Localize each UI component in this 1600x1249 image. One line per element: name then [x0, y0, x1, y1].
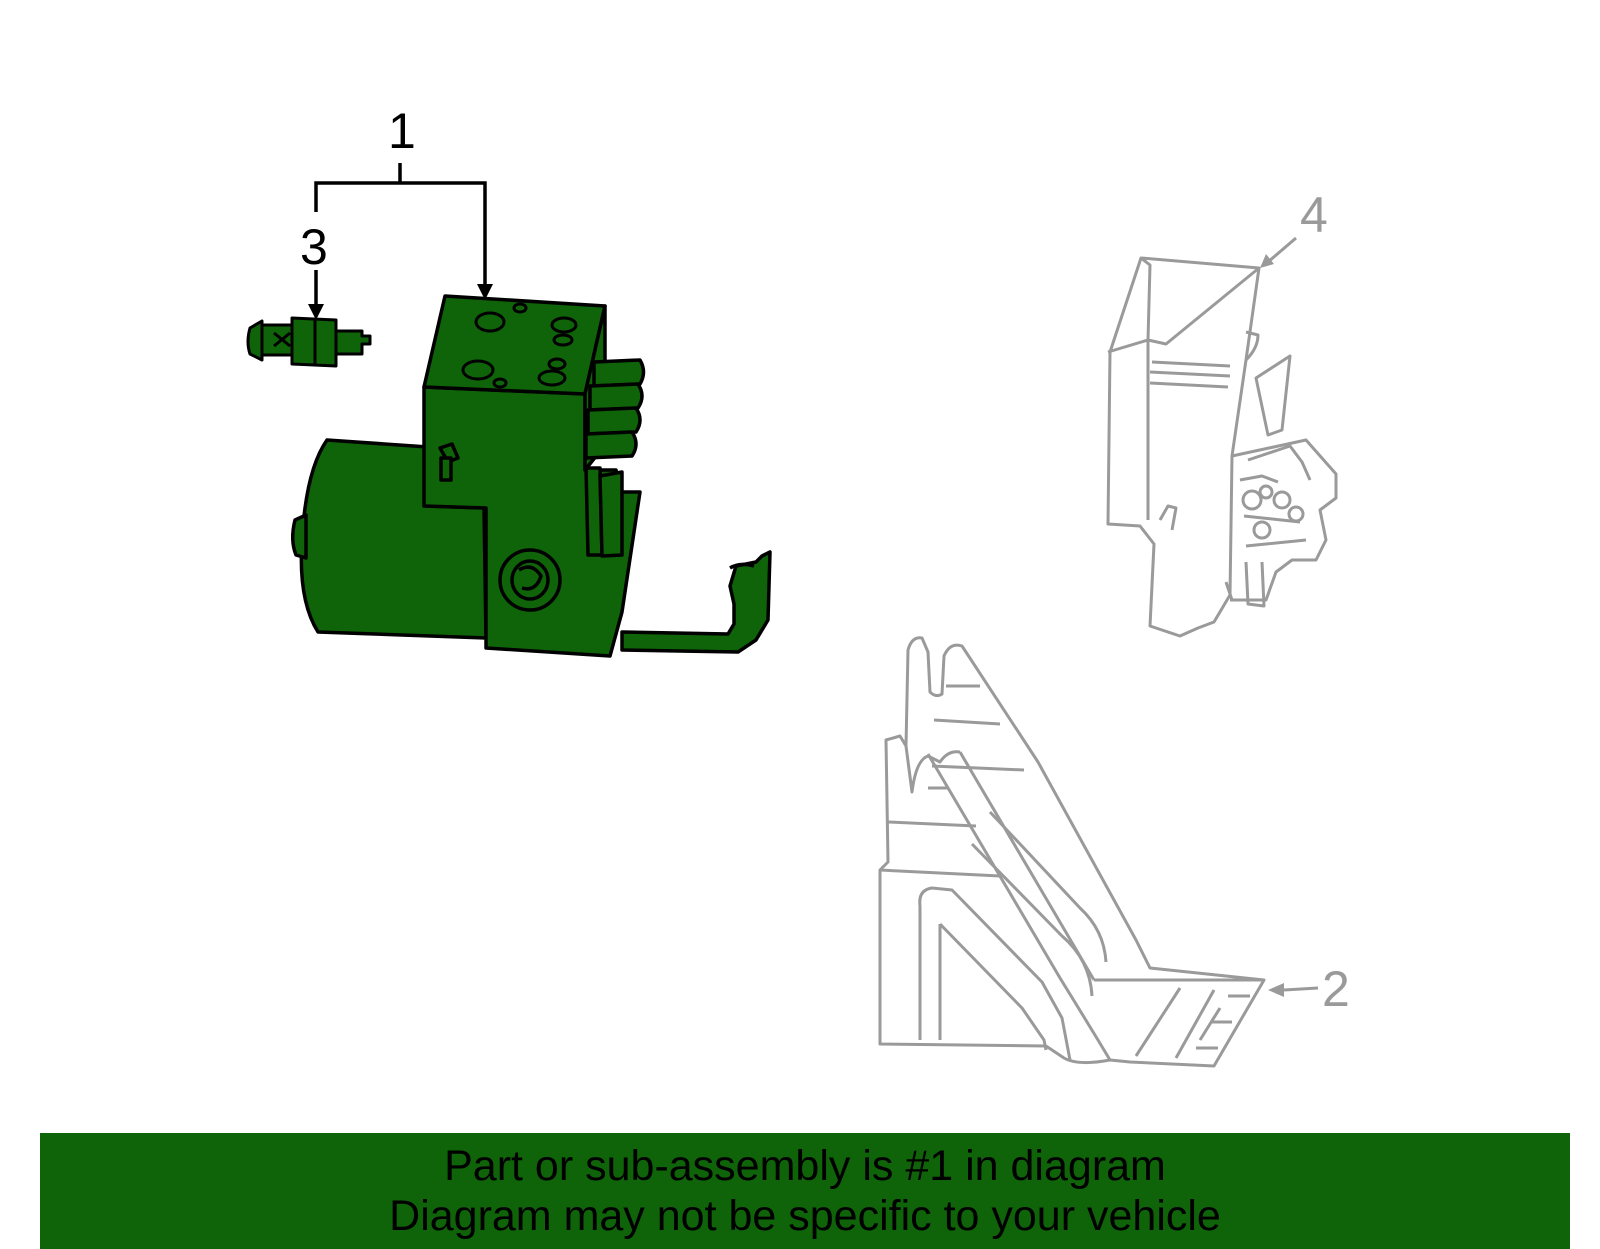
part-2-mounting-bracket — [878, 636, 1266, 1068]
part-4-control-module — [1106, 256, 1338, 638]
banner-background — [40, 1133, 1570, 1249]
disclaimer-banner: Part or sub-assembly is #1 in diagram Di… — [40, 1133, 1570, 1249]
banner-line-1: Part or sub-assembly is #1 in diagram — [444, 1142, 1166, 1190]
callout-2-label: 2 — [1322, 961, 1350, 1017]
callout-4-label: 4 — [1300, 187, 1328, 243]
callout-1-leader — [314, 163, 487, 307]
callout-3-label: 3 — [300, 219, 328, 275]
callout-1-label: 1 — [388, 103, 416, 159]
part-3-pressure-sensor — [246, 316, 372, 368]
callout-2-leader — [1268, 983, 1319, 997]
banner-line-2: Diagram may not be specific to your vehi… — [389, 1192, 1221, 1240]
callout-4-leader — [1260, 236, 1297, 268]
part-1-abs-modulator — [291, 294, 772, 658]
part-1-top-ports — [461, 302, 578, 389]
callout-3-arrowhead — [308, 304, 324, 320]
callout-1-arrowhead — [477, 284, 493, 300]
